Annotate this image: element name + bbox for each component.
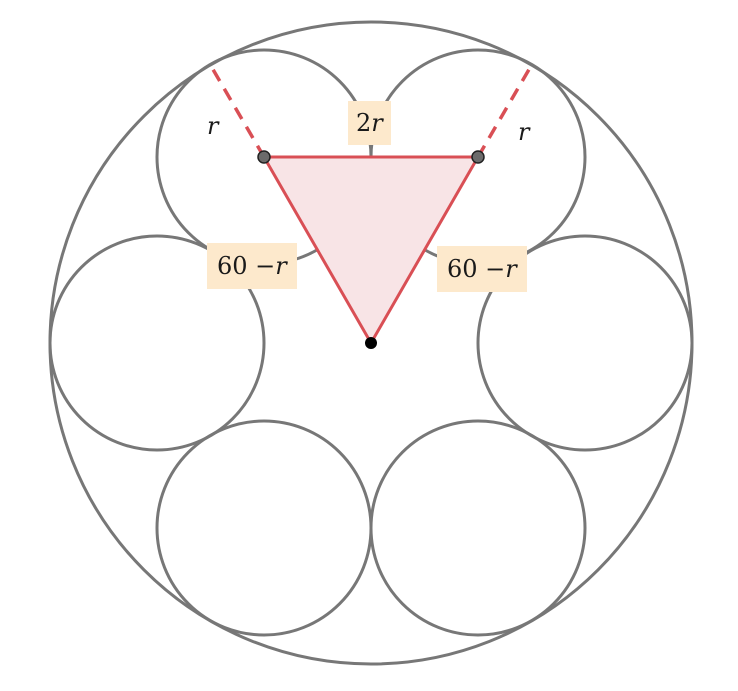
inner-circle-bottom-left bbox=[155, 419, 373, 637]
side-label-left-variable: r bbox=[275, 252, 287, 280]
inner-circle-right bbox=[476, 234, 694, 452]
inner-circle-bottom-right bbox=[369, 419, 587, 637]
side-label-top-number: 2 bbox=[356, 109, 372, 137]
center-point-top-right bbox=[471, 150, 485, 164]
radius-line-right bbox=[476, 65, 533, 158]
side-label-left-expression: 60 − bbox=[217, 252, 276, 280]
side-label-left: 60 − r bbox=[207, 243, 297, 289]
center-triangle bbox=[262, 155, 480, 345]
inner-circle-left bbox=[48, 234, 266, 452]
radius-label-right: r bbox=[518, 118, 531, 146]
side-label-top-variable: r bbox=[371, 109, 383, 137]
center-point-origin bbox=[365, 337, 377, 349]
side-label-right-expression: 60 − bbox=[447, 255, 506, 283]
radius-label-left: r bbox=[207, 112, 220, 140]
side-label-right: 60 − r bbox=[437, 246, 527, 292]
side-label-right-variable: r bbox=[505, 255, 517, 283]
center-point-top-left bbox=[257, 150, 271, 164]
radius-line-left bbox=[209, 65, 266, 158]
